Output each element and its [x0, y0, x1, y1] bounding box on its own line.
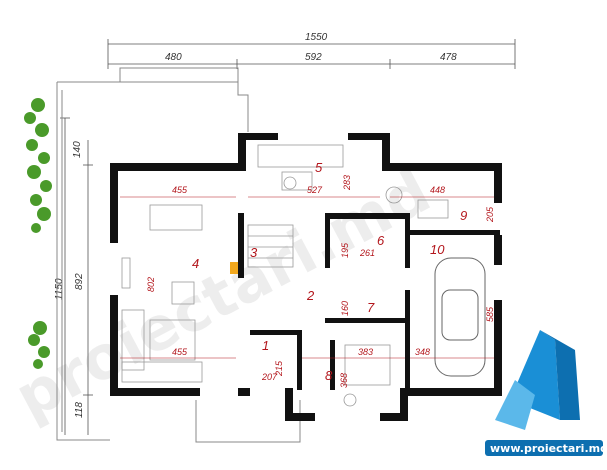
dim-top-right: 478	[440, 52, 457, 63]
watermark-text: proiectari.md	[4, 156, 441, 433]
room-6-dim: 261	[359, 248, 375, 258]
dim-top-total: 1550	[305, 32, 328, 43]
plant-decoration	[24, 98, 52, 369]
dim-215: 215	[274, 360, 284, 377]
dim-455-bottom: 455	[172, 347, 188, 357]
room-1-dim: 207	[261, 372, 278, 382]
room-7-dim: 383	[358, 347, 373, 357]
proiectari-logo: www.proiectari.md	[485, 330, 607, 456]
dim-left-892: 892	[74, 273, 85, 290]
dim-160: 160	[340, 301, 350, 316]
dim-top-left: 480	[165, 52, 182, 63]
room-10-dim: 348	[415, 347, 430, 357]
dim-left-118: 118	[74, 402, 85, 418]
top-dimension-lines	[107, 39, 516, 69]
room-7-number: 7	[367, 300, 375, 315]
room-6-number: 6	[377, 233, 385, 248]
room-2-number: 2	[306, 288, 315, 303]
room-10-number: 10	[430, 242, 445, 257]
room-3-number: 3	[250, 245, 258, 260]
fireplace	[230, 262, 238, 274]
room-9-dim: 448	[430, 185, 445, 195]
dim-802: 802	[146, 277, 156, 292]
dim-205: 205	[485, 206, 495, 223]
logo-url-text: www.proiectari.md	[490, 442, 607, 455]
dim-left-1150: 1150	[54, 278, 65, 300]
room-dimension-lines	[120, 196, 494, 359]
dim-283: 283	[342, 175, 352, 191]
room-8-dim: 368	[339, 373, 349, 388]
terrace-outline	[56, 67, 301, 443]
room-8-number: 8	[325, 368, 333, 383]
room-5-number: 5	[315, 160, 323, 175]
dim-top-mid: 592	[305, 52, 322, 63]
room-4-number: 4	[192, 256, 199, 271]
room-4-dim: 455	[172, 185, 188, 195]
room-1-number: 1	[262, 338, 269, 353]
room-9-number: 9	[460, 208, 467, 223]
left-dimension-lines	[60, 117, 93, 435]
dim-left-140: 140	[72, 141, 83, 158]
house-walls	[110, 133, 502, 421]
room-5-dim: 527	[307, 185, 323, 195]
furniture	[121, 144, 449, 407]
dim-195: 195	[340, 242, 350, 258]
dim-585: 585	[485, 306, 495, 322]
car-outline	[434, 257, 486, 377]
